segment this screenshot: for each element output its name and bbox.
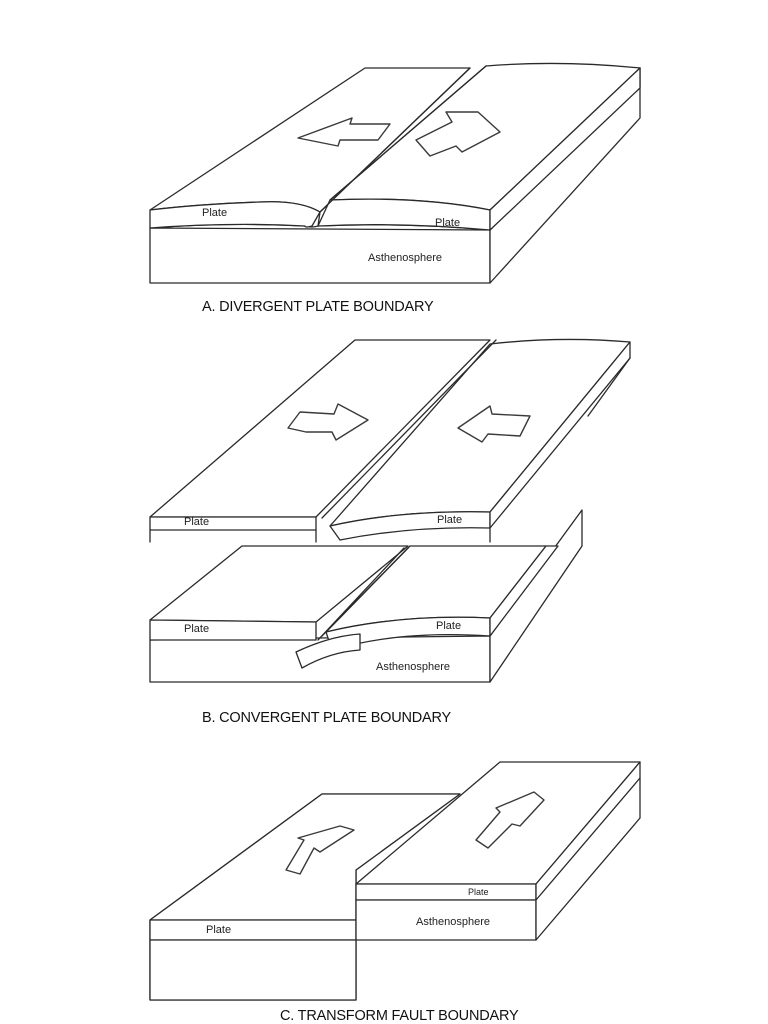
convergent-trench [321, 339, 497, 519]
convergent-right-face [489, 509, 583, 683]
convergent-diagram-top: Plate Plate [149, 338, 631, 543]
transform-plate-right-label: Plate [468, 887, 489, 897]
convergent-plate-left-label: Plate [184, 516, 209, 528]
divergent-right-plate-side [489, 67, 641, 231]
convergent-asthenosphere-label: Asthenosphere [376, 661, 450, 673]
transform-right-plate-front [355, 883, 537, 901]
divergent-asthenosphere-label: Asthenosphere [368, 252, 442, 264]
transform-right-side-face [535, 761, 641, 941]
divergent-plate-right-label: Plate [435, 217, 460, 229]
convergent-left-plate-front [149, 516, 317, 531]
convergent-plate-left-bottom-label: Plate [184, 623, 209, 635]
subducting-slab [295, 633, 361, 669]
convergent-right-plate-side [489, 545, 559, 637]
transform-diagram: Plate Asthenosphere Plate C. TRANSFORM F… [149, 761, 641, 1024]
divergent-plate-left-label: Plate [202, 207, 227, 219]
transform-side-interface [535, 777, 641, 901]
arrow-down-left-icon [285, 825, 355, 875]
convergent-plate-right-bottom-label: Plate [436, 620, 461, 632]
arrow-left-icon [457, 405, 531, 443]
divergent-caption: A. DIVERGENT PLATE BOUNDARY [202, 299, 434, 315]
divergent-diagram: Plate Plate Asthenosphere A. DIVERGENT P… [149, 62, 641, 315]
arrow-left-icon [297, 117, 391, 147]
convergent-left-plate-front [149, 619, 317, 641]
convergent-caption: B. CONVERGENT PLATE BOUNDARY [202, 710, 452, 726]
convergent-cut-edges [149, 357, 631, 543]
transform-asthenosphere-label: Asthenosphere [416, 916, 490, 928]
transform-left-asthenosphere [149, 939, 357, 1001]
divergent-left-plate-front [149, 201, 321, 229]
convergent-trench-bottom [317, 547, 409, 641]
divergent-rift [317, 65, 487, 227]
arrow-right-icon [287, 403, 369, 441]
convergent-plate-right-label: Plate [437, 514, 462, 526]
arrow-right-icon [415, 111, 501, 157]
convergent-diagram-bottom: Plate Plate Asthenosphere B. CONVERGENT … [149, 509, 583, 726]
transform-caption: C. TRANSFORM FAULT BOUNDARY [280, 1008, 519, 1024]
transform-plate-left-label: Plate [206, 924, 231, 936]
arrow-up-right-icon [475, 791, 545, 849]
transform-left-plate-front [149, 919, 357, 941]
